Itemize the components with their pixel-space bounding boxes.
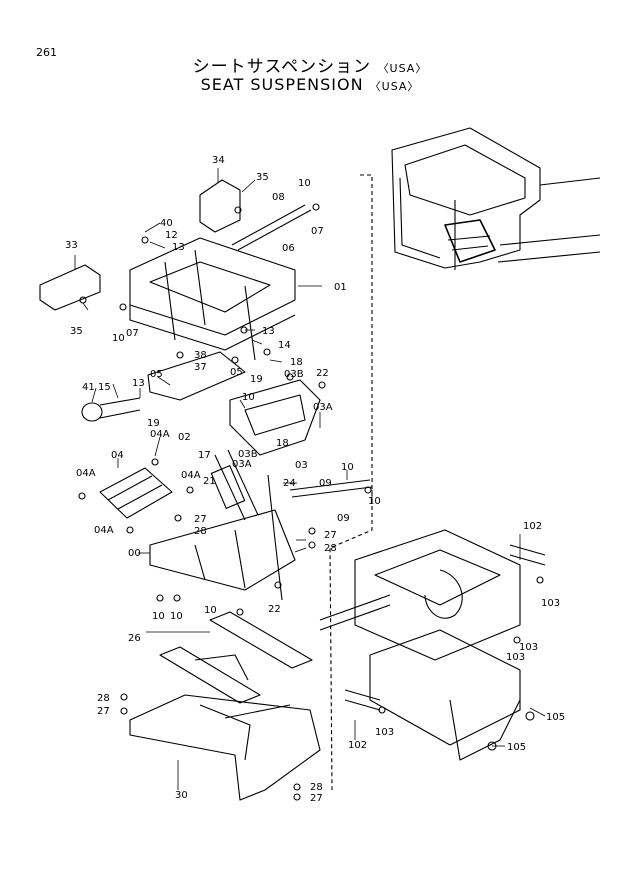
callout-04A: 04A xyxy=(181,470,201,481)
callout-26: 26 xyxy=(128,633,141,644)
callout-22: 22 xyxy=(268,604,281,615)
callout-27: 27 xyxy=(194,514,207,525)
callout-10: 10 xyxy=(368,496,381,507)
callout-28: 28 xyxy=(324,543,337,554)
callout-40: 40 xyxy=(160,218,173,229)
callout-27: 27 xyxy=(97,706,110,717)
callout-02: 02 xyxy=(178,432,191,443)
callout-18: 18 xyxy=(276,438,289,449)
shock-body xyxy=(210,465,246,509)
callout-19: 19 xyxy=(250,374,263,385)
callout-38: 38 xyxy=(194,350,207,361)
callout-07: 07 xyxy=(126,328,139,339)
callout-05: 05 xyxy=(230,367,243,378)
callout-102: 102 xyxy=(348,740,367,751)
fasteners xyxy=(78,203,544,801)
knob-stem-15 xyxy=(99,397,141,419)
callout-10: 10 xyxy=(204,605,217,616)
callout-103: 103 xyxy=(506,652,525,663)
region-tag-en: 〈USA〉 xyxy=(369,80,420,93)
region-tag-jp: 〈USA〉 xyxy=(377,62,428,75)
callout-04A: 04A xyxy=(150,429,170,440)
callout-41: 41 xyxy=(82,382,95,393)
callout-03B: 03B xyxy=(238,449,258,460)
callout-19: 19 xyxy=(147,418,160,429)
link-04 xyxy=(99,467,173,519)
callout-33: 33 xyxy=(65,240,78,251)
page-number: 261 xyxy=(36,46,57,59)
callout-07: 07 xyxy=(311,226,324,237)
title-jp-text: シートサスペンション xyxy=(192,57,372,77)
callout-03B: 03B xyxy=(284,369,304,380)
callout-35: 35 xyxy=(256,172,269,183)
callout-03: 03 xyxy=(295,460,308,471)
callout-21: 21 xyxy=(203,476,216,487)
reference-dashed-line xyxy=(329,174,373,791)
callout-01: 01 xyxy=(334,282,347,293)
callout-103: 103 xyxy=(519,642,538,653)
callout-105: 105 xyxy=(546,712,565,723)
callout-37: 37 xyxy=(194,362,207,373)
callout-102: 102 xyxy=(523,521,542,532)
callout-10: 10 xyxy=(298,178,311,189)
callout-04: 04 xyxy=(111,450,124,461)
callout-09: 09 xyxy=(337,513,350,524)
callout-06: 06 xyxy=(282,243,295,254)
callout-27: 27 xyxy=(324,530,337,541)
callout-27: 27 xyxy=(310,793,323,804)
callout-00: 00 xyxy=(128,548,141,559)
title-japanese: シートサスペンション 〈USA〉 xyxy=(0,52,620,77)
callout-10: 10 xyxy=(152,611,165,622)
callout-09: 09 xyxy=(319,478,332,489)
callout-10: 10 xyxy=(242,392,255,403)
callout-22: 22 xyxy=(316,368,329,379)
callout-28: 28 xyxy=(97,693,110,704)
shafts xyxy=(231,204,373,498)
callout-13: 13 xyxy=(262,326,275,337)
shock-absorber-21 xyxy=(214,449,259,521)
upper-seat-frame xyxy=(129,237,296,361)
callout-04A: 04A xyxy=(94,525,114,536)
callout-14: 14 xyxy=(278,340,291,351)
leader-lines xyxy=(74,168,546,790)
callout-18: 18 xyxy=(290,357,303,368)
callout-04A: 04A xyxy=(76,468,96,479)
callout-13: 13 xyxy=(172,242,185,253)
callout-28: 28 xyxy=(310,782,323,793)
floor-base-30 xyxy=(129,694,321,801)
callout-103: 103 xyxy=(375,727,394,738)
callout-03A: 03A xyxy=(313,402,333,413)
lower-base-plate xyxy=(149,509,296,591)
callout-24: 24 xyxy=(283,478,296,489)
callout-28: 28 xyxy=(194,526,207,537)
callout-03A: 03A xyxy=(232,459,252,470)
callout-103: 103 xyxy=(541,598,560,609)
callout-10: 10 xyxy=(170,611,183,622)
slide-rails-26 xyxy=(159,611,313,704)
callout-17: 17 xyxy=(198,450,211,461)
callout-30: 30 xyxy=(175,790,188,801)
bracket-33 xyxy=(39,264,101,311)
title-en-text: SEAT SUSPENSION xyxy=(200,75,364,94)
right-assembly xyxy=(319,529,546,761)
callout-15: 15 xyxy=(98,382,111,393)
callout-10: 10 xyxy=(112,333,125,344)
callout-105: 105 xyxy=(507,742,526,753)
callout-08: 08 xyxy=(272,192,285,203)
lever-24 xyxy=(267,474,283,601)
callout-12: 12 xyxy=(165,230,178,241)
knob-41 xyxy=(81,402,103,422)
bracket-34 xyxy=(199,179,241,233)
cab-location-inset xyxy=(391,127,601,270)
linkage-arms xyxy=(147,351,321,456)
callout-13: 13 xyxy=(132,378,145,389)
title-english: SEAT SUSPENSION 〈USA〉 xyxy=(0,75,620,94)
callout-05: 05 xyxy=(150,369,163,380)
callout-10: 10 xyxy=(341,462,354,473)
callout-35: 35 xyxy=(70,326,83,337)
callout-34: 34 xyxy=(212,155,225,166)
